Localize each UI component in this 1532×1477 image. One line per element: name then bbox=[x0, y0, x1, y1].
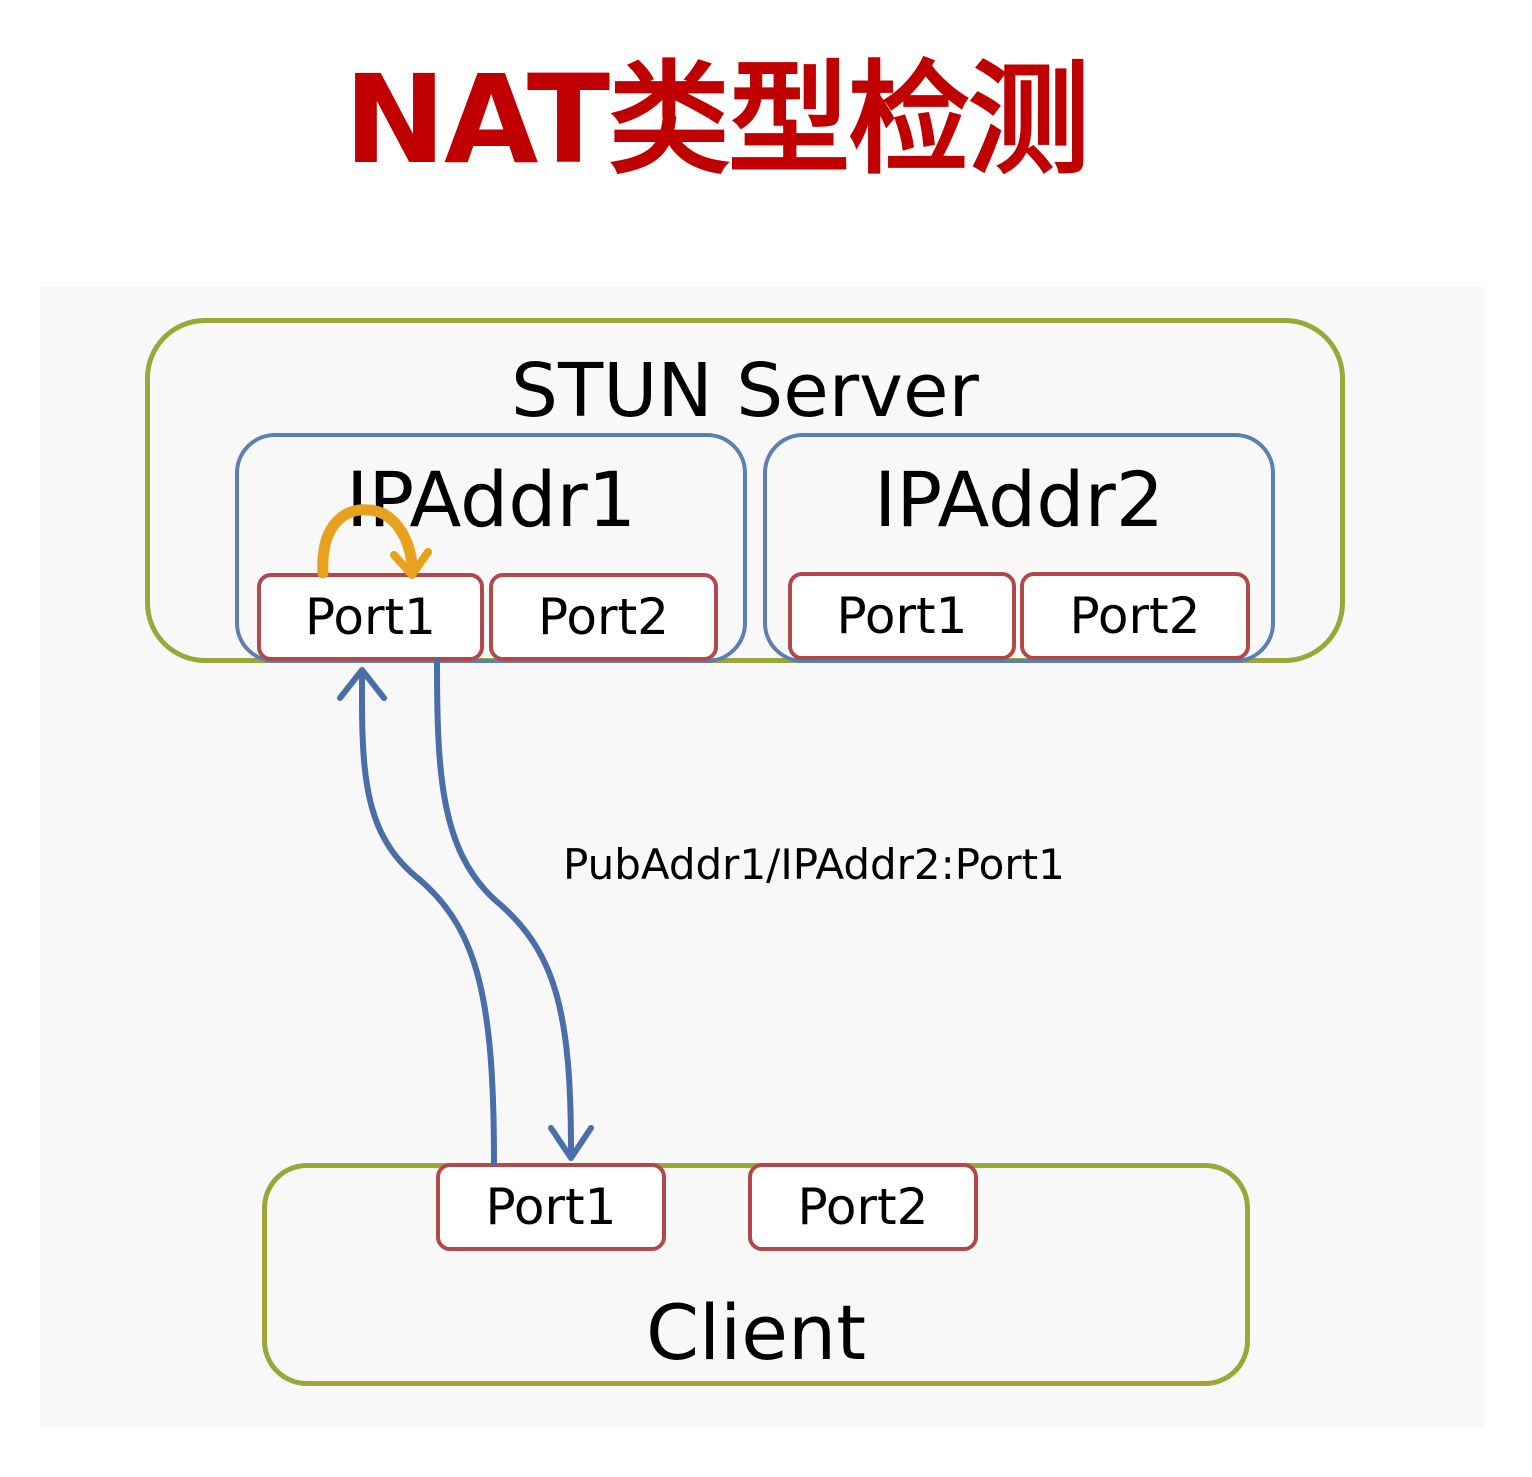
page-title: NAT类型检测 bbox=[343, 49, 1090, 191]
request-arrow-head bbox=[337, 667, 387, 701]
ipaddr1-box bbox=[235, 433, 747, 663]
server-ip1-port2: Port2 bbox=[489, 573, 718, 661]
server-ip1-port1: Port1 bbox=[257, 573, 484, 661]
client-label: Client bbox=[645, 1288, 867, 1377]
request-arrow bbox=[359, 671, 497, 1166]
stun-server-box bbox=[145, 318, 1345, 663]
loop-arrow bbox=[317, 504, 418, 579]
flow-annotation: PubAddr1/IPAddr2:Port1 bbox=[563, 840, 1065, 889]
loop-arrow-head bbox=[390, 548, 432, 579]
response-arrow-head bbox=[548, 1125, 594, 1161]
response-arrow bbox=[434, 658, 574, 1153]
client-port2: Port2 bbox=[748, 1163, 978, 1251]
ipaddr2-label: IPAddr2 bbox=[873, 455, 1165, 544]
server-ip2-port1: Port1 bbox=[788, 572, 1016, 660]
ipaddr2-box bbox=[763, 433, 1275, 663]
client-port1: Port1 bbox=[436, 1163, 666, 1251]
server-ip2-port2: Port2 bbox=[1020, 572, 1250, 660]
stun-server-label: STUN Server bbox=[511, 348, 979, 434]
